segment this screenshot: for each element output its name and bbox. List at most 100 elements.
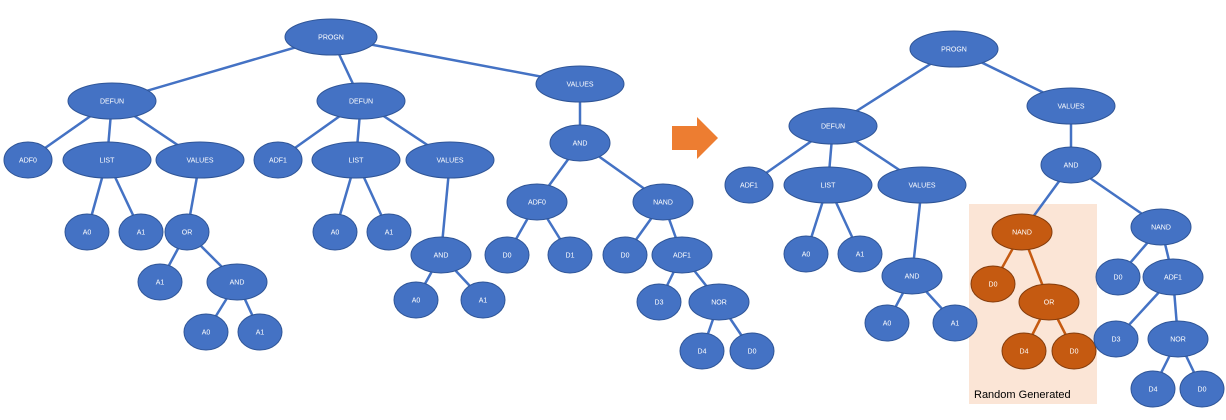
- right-node-shape-defun: [788, 107, 878, 145]
- left-node-d3: D3: [636, 283, 682, 321]
- left-node-d1a: D1: [547, 236, 593, 274]
- left-node-values2: VALUES: [535, 65, 625, 103]
- right-node-label-adf1: ADF1: [740, 183, 758, 190]
- left-node-shape-l1a1: [366, 213, 412, 251]
- right-node-label-and1: AND: [1064, 163, 1079, 170]
- left-node-list0: LIST: [62, 141, 152, 179]
- left-node-d0a: D0: [484, 236, 530, 274]
- left-node-label-l1a1: A1: [385, 230, 394, 237]
- right-node-label-d3: D3: [1112, 337, 1121, 344]
- left-node-label-d3: D3: [655, 300, 664, 307]
- right-node-label-hnand: NAND: [1012, 230, 1032, 237]
- right-node-shape-adf1: [724, 166, 774, 204]
- random-generated-caption: Random Generated: [974, 389, 1071, 401]
- right-node-shape-hor: [1018, 283, 1080, 321]
- right-node-shape-nor: [1147, 320, 1209, 358]
- left-node-label-defun1: DEFUN: [349, 99, 373, 106]
- right-node-hd4: D4: [1001, 332, 1047, 370]
- right-node-values1: VALUES: [1026, 87, 1116, 125]
- right-node-shape-nand: [1130, 208, 1192, 246]
- right-node-label-nor: NOR: [1170, 337, 1186, 344]
- left-node-label-l1a0: A0: [331, 230, 340, 237]
- left-node-progn: PROGN: [284, 18, 378, 56]
- right-node-label-d0: D0: [1198, 387, 1207, 394]
- left-node-shape-and1: [410, 236, 472, 274]
- right-node-label-hor: OR: [1044, 300, 1055, 307]
- transform-arrow-icon: [672, 117, 718, 159]
- left-node-label-list1: LIST: [349, 158, 365, 165]
- left-node-shape-values0: [155, 141, 245, 179]
- left-node-shape-and1a0: [393, 281, 439, 319]
- right-node-hor: OR: [1018, 283, 1080, 321]
- right-node-shape-list: [783, 166, 873, 204]
- left-node-and0a0: A0: [183, 313, 229, 351]
- left-node-values0: VALUES: [155, 141, 245, 179]
- right-node-shape-progn: [909, 30, 999, 68]
- left-node-shape-l1a0: [312, 213, 358, 251]
- left-node-label-d1a: D1: [566, 253, 575, 260]
- left-node-label-adf0: ADF0: [19, 158, 37, 165]
- right-node-nor: NOR: [1147, 320, 1209, 358]
- left-node-label-l0a1: A1: [137, 230, 146, 237]
- left-node-label-adf1: ADF1: [269, 158, 287, 165]
- right-node-label-progn: PROGN: [941, 47, 967, 54]
- left-node-shape-and0a1: [237, 313, 283, 351]
- left-node-adf1: ADF1: [253, 141, 303, 179]
- left-node-shape-and2: [549, 124, 611, 162]
- left-node-shape-l0a0: [64, 213, 110, 251]
- right-node-d4: D4: [1130, 370, 1176, 408]
- right-node-adf1: ADF1: [724, 166, 774, 204]
- right-node-label-d4: D4: [1149, 387, 1158, 394]
- right-node-shape-values1: [1026, 87, 1116, 125]
- left-node-label-d0b: D0: [621, 253, 630, 260]
- left-node-or0: OR: [164, 213, 210, 251]
- left-node-d4: D4: [679, 332, 725, 370]
- right-node-label-la0: A0: [802, 252, 811, 259]
- right-node-shape-d0: [1179, 370, 1225, 408]
- left-node-label-d0c: D0: [748, 349, 757, 356]
- left-node-label-adf0c: ADF0: [528, 200, 546, 207]
- right-node-list: LIST: [783, 166, 873, 204]
- right-node-shape-and0a0: [864, 304, 910, 342]
- right-node-values0: VALUES: [877, 166, 967, 204]
- left-node-and1: AND: [410, 236, 472, 274]
- left-node-label-or0: OR: [182, 230, 193, 237]
- left-node-or0a1: A1: [137, 263, 183, 301]
- right-node-and0a1: A1: [932, 304, 978, 342]
- right-node-shape-and1: [1040, 146, 1102, 184]
- left-node-shape-and1a1: [460, 281, 506, 319]
- left-node-label-values0: VALUES: [186, 158, 213, 165]
- right-node-d3: D3: [1093, 320, 1139, 358]
- right-node-shape-d3: [1093, 320, 1139, 358]
- left-node-label-and0a0: A0: [202, 330, 211, 337]
- left-node-label-progn: PROGN: [318, 35, 344, 42]
- left-node-shape-nor: [688, 283, 750, 321]
- left-node-and0a1: A1: [237, 313, 283, 351]
- left-node-nor: NOR: [688, 283, 750, 321]
- right-node-nd0: D0: [1095, 258, 1141, 296]
- left-node-shape-adf0: [3, 141, 53, 179]
- left-node-label-and1a1: A1: [479, 298, 488, 305]
- right-node-label-nand: NAND: [1151, 225, 1171, 232]
- left-node-shape-defun1: [316, 82, 406, 120]
- left-node-shape-adf1: [253, 141, 303, 179]
- right-node-shape-hd0: [970, 265, 1016, 303]
- right-node-shape-la0: [783, 235, 829, 273]
- left-node-shape-d0a: [484, 236, 530, 274]
- right-node-label-and0: AND: [905, 274, 920, 281]
- right-node-la0: A0: [783, 235, 829, 273]
- right-node-shape-and0a1: [932, 304, 978, 342]
- left-node-shape-values1: [405, 141, 495, 179]
- left-node-l1a0: A0: [312, 213, 358, 251]
- left-node-shape-d1a: [547, 236, 593, 274]
- left-node-shape-or0a1: [137, 263, 183, 301]
- left-node-adf1c: ADF1: [651, 236, 713, 274]
- left-node-defun0: DEFUN: [67, 82, 157, 120]
- left-node-shape-nand: [632, 183, 694, 221]
- right-node-label-and0a0: A0: [883, 321, 892, 328]
- right-node-defun: DEFUN: [788, 107, 878, 145]
- right-node-la1: A1: [837, 235, 883, 273]
- left-node-shape-d0c: [729, 332, 775, 370]
- left-node-shape-l0a1: [118, 213, 164, 251]
- left-node-shape-values2: [535, 65, 625, 103]
